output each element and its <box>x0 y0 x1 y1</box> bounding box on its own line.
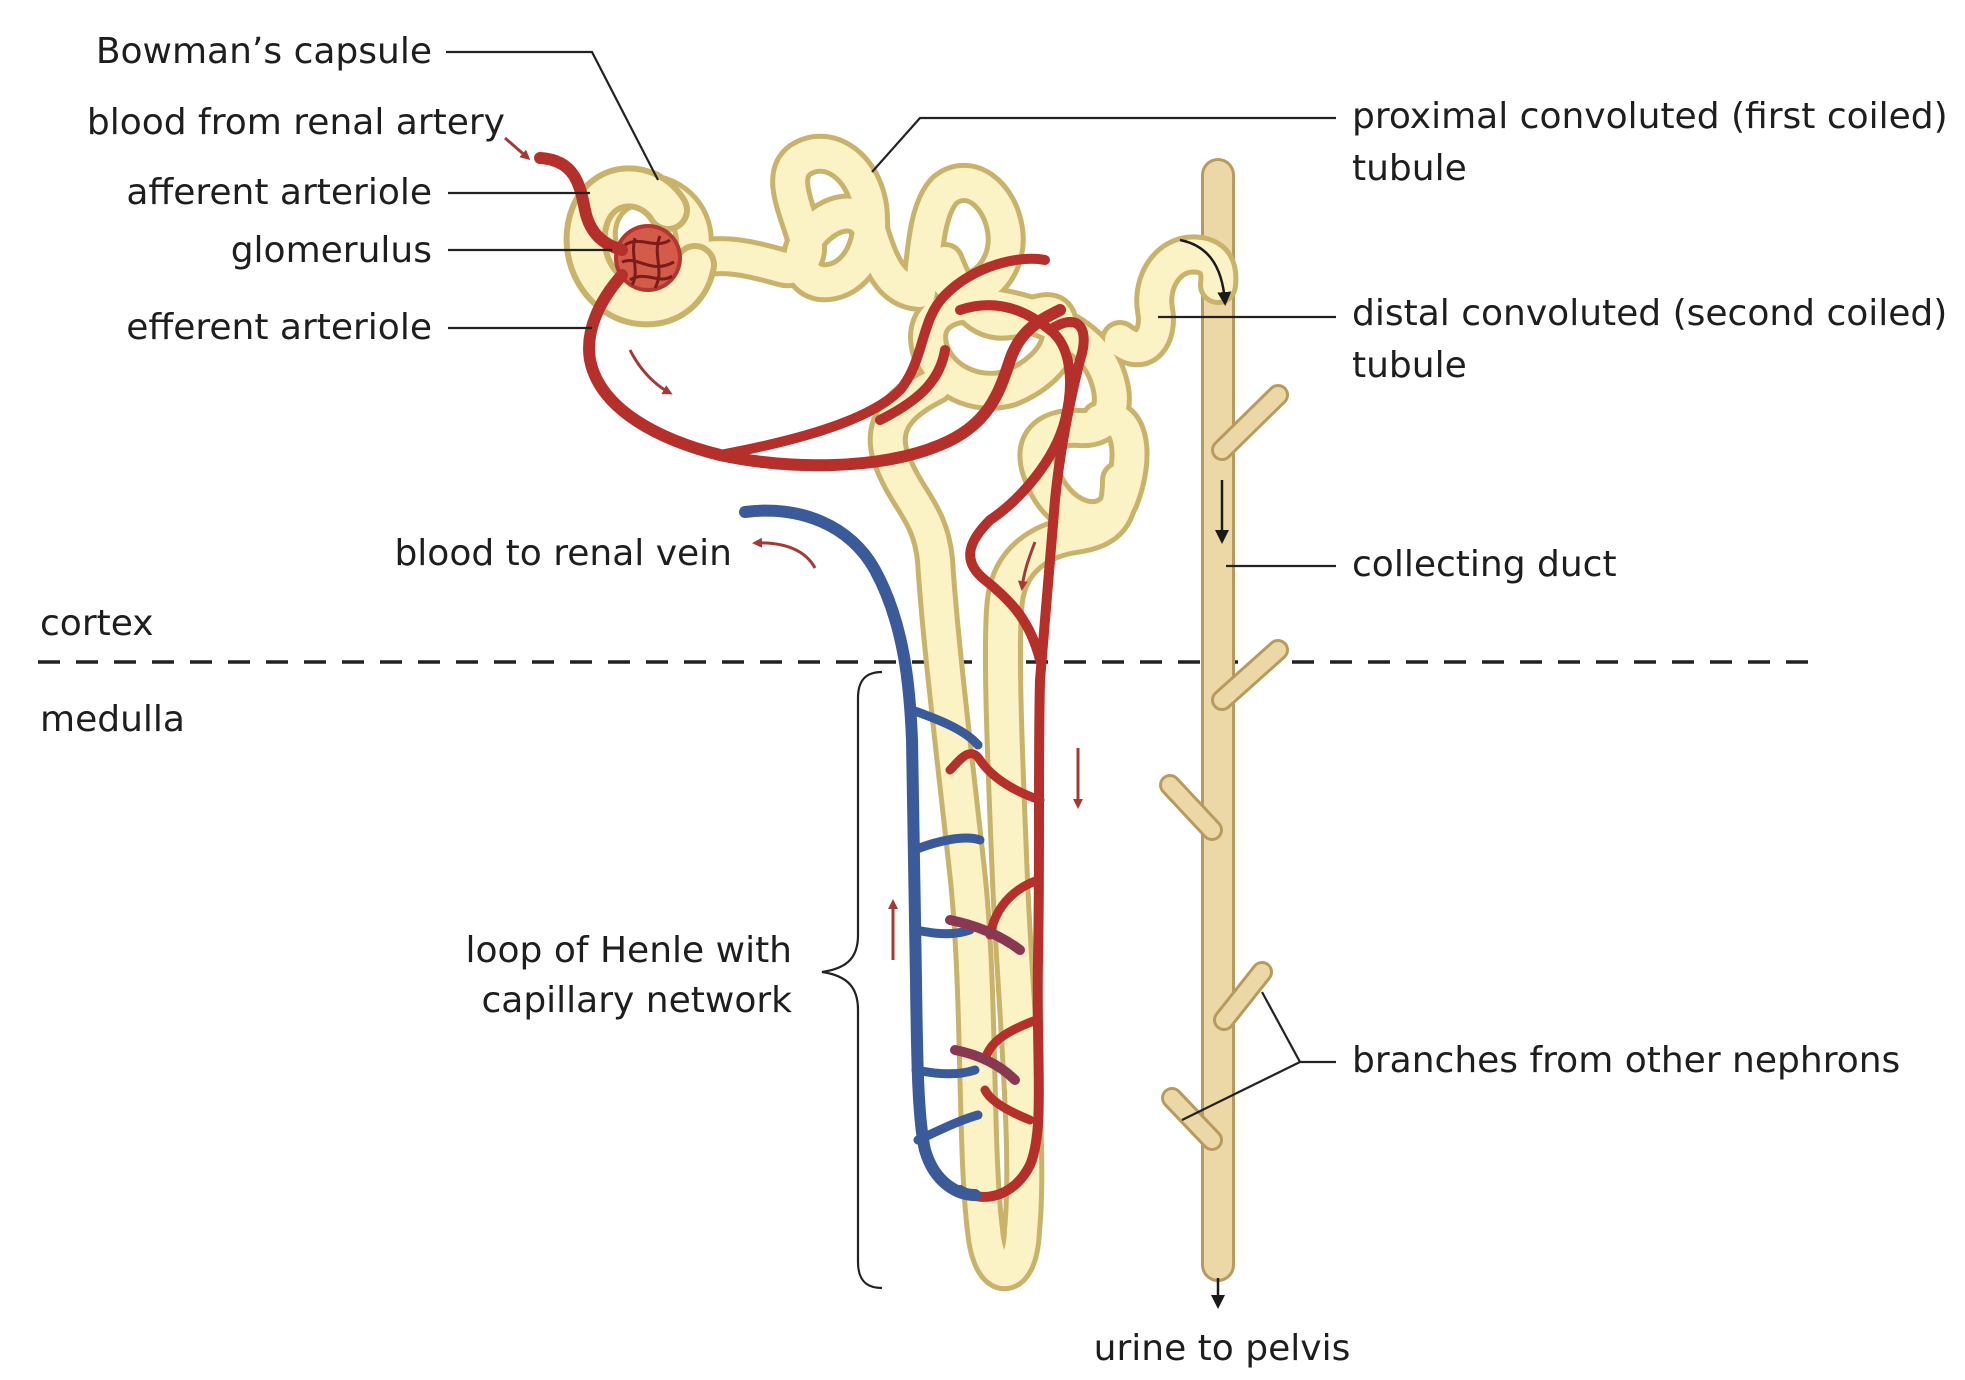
label-distal-line2: tubule <box>1352 345 1467 386</box>
leader-bowmans-capsule <box>446 50 659 181</box>
label-bowmans-capsule: Bowman’s capsule <box>96 31 432 72</box>
label-branches: branches from other nephrons <box>1352 1040 1900 1081</box>
blood-flow-arrows <box>504 136 1083 960</box>
arrow-efferent-flow <box>628 349 673 395</box>
label-loop-line1: loop of Henle with <box>466 930 793 971</box>
collecting-duct <box>1159 158 1289 1282</box>
leader-branches <box>1181 991 1336 1121</box>
efferent-arteriole-and-capillaries <box>583 253 1089 1202</box>
arrow-to-renal-vein <box>752 537 817 569</box>
mixed-capillary-junctions <box>945 915 1025 1085</box>
glomerulus <box>614 224 682 292</box>
label-proximal-line2: tubule <box>1352 148 1467 189</box>
urine-flow-arrows <box>1179 238 1232 1309</box>
duct-branches <box>1159 384 1289 1151</box>
label-medulla: medulla <box>40 699 185 740</box>
label-cortex: cortex <box>40 603 154 644</box>
label-afferent-arteriole: afferent arteriole <box>126 172 432 213</box>
afferent-arteriole <box>534 152 628 256</box>
arrow-into-afferent <box>504 136 531 160</box>
label-urine-to-pelvis: urine to pelvis <box>1094 1328 1351 1369</box>
arrow-capillary-down <box>1017 541 1037 591</box>
label-efferent-arteriole: efferent arteriole <box>126 307 432 348</box>
arrow-into-collecting-duct <box>1179 238 1232 306</box>
label-loop-line2: capillary network <box>481 980 792 1021</box>
label-collecting-duct: collecting duct <box>1352 544 1617 585</box>
label-blood-to-renal-vein: blood to renal vein <box>394 533 732 574</box>
bowmans-capsule <box>563 165 717 328</box>
loop-of-henle-bracket <box>821 670 883 1290</box>
labels: Bowman’s capsule blood from renal artery… <box>40 31 1948 1369</box>
label-distal-line1: distal convoluted (second coiled) <box>1352 293 1947 334</box>
label-proximal-line1: proximal convoluted (first coiled) <box>1352 96 1948 137</box>
label-glomerulus: glomerulus <box>231 230 432 271</box>
venous-capillary-network <box>739 504 985 1201</box>
leader-lines <box>446 50 1336 1290</box>
leader-proximal-tubule <box>871 116 1336 173</box>
label-blood-from-renal-artery: blood from renal artery <box>87 102 505 143</box>
